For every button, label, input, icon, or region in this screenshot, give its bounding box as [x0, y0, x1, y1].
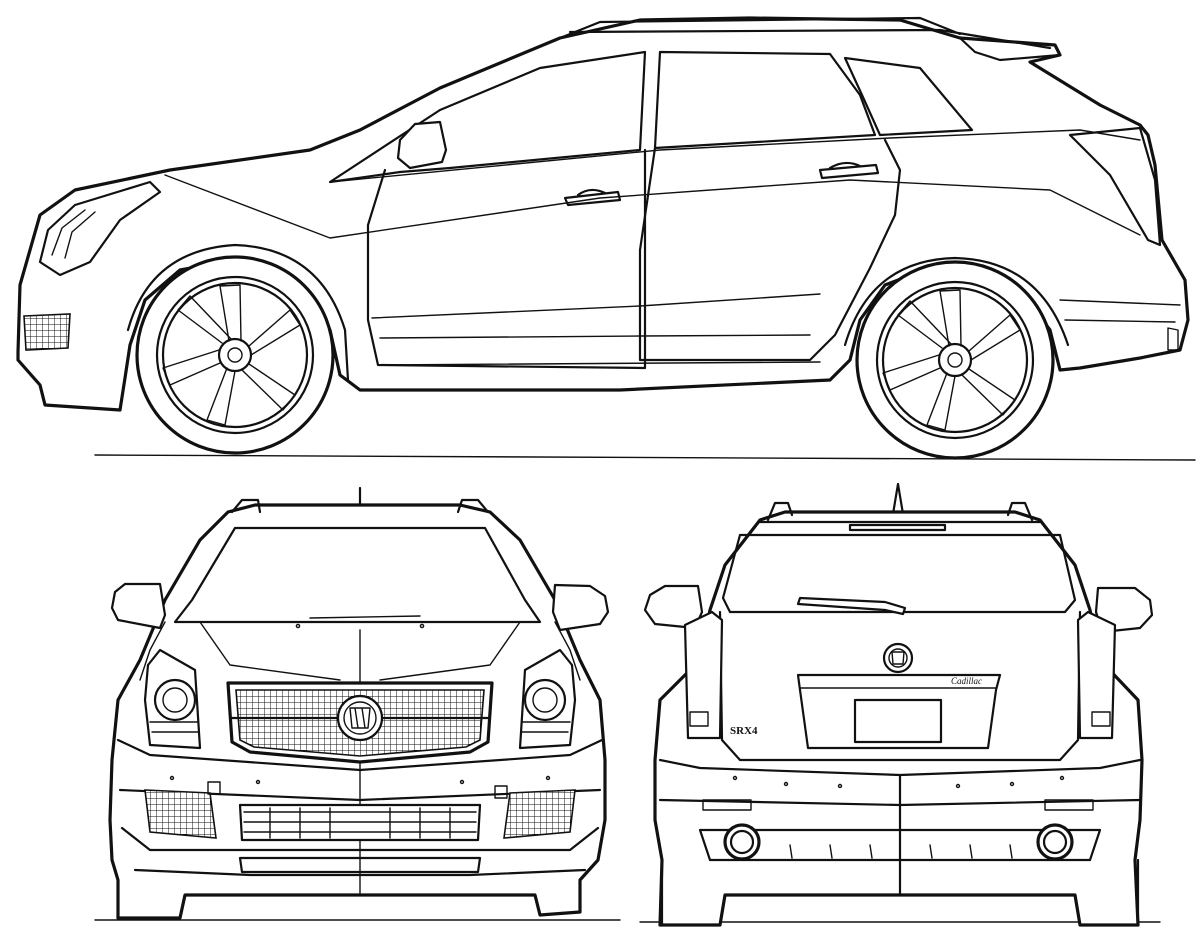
rear-spoiler — [758, 520, 1042, 532]
side-rear-door — [638, 138, 902, 362]
side-view — [16, 16, 1196, 461]
side-belt-line — [329, 129, 1141, 183]
front-air-dam — [120, 826, 600, 877]
rear-roof-rails — [766, 501, 1034, 522]
rear-right-tail-lamp — [1076, 610, 1117, 740]
front-right-mirror — [551, 583, 610, 632]
front-right-fog-grille — [503, 789, 576, 839]
front-left-headlamp — [143, 648, 202, 750]
front-right-sensor — [494, 785, 508, 799]
rear-trunk-script: Cadillac — [951, 676, 982, 686]
side-front-window — [328, 50, 647, 184]
side-rear-door-handle — [818, 161, 880, 180]
front-wiper — [309, 615, 421, 619]
front-left-mirror — [110, 582, 167, 630]
side-headlamp — [38, 180, 162, 277]
front-right-headlamp — [518, 648, 577, 750]
rear-view: Cadillac SRX4 — [639, 482, 1161, 927]
front-windshield — [173, 526, 542, 624]
side-front-wheel — [135, 255, 335, 455]
rear-model-badge: SRX4 — [730, 725, 758, 737]
front-left-fog-grille — [144, 789, 217, 839]
rear-license-plate — [853, 698, 943, 744]
rear-diffuser — [698, 828, 1102, 862]
front-roof-rails — [230, 498, 490, 514]
front-crest-logo — [336, 694, 384, 742]
rear-liftgate — [718, 610, 1082, 762]
front-hood — [139, 621, 581, 896]
side-mirror — [396, 120, 448, 170]
side-character-line — [164, 174, 1141, 239]
rear-left-tail-lamp — [683, 610, 724, 740]
rear-right-tire — [1073, 858, 1140, 927]
front-view — [94, 486, 621, 921]
rear-wiper — [796, 596, 907, 616]
rear-left-tire — [660, 858, 727, 927]
front-lower-grille-mesh — [243, 807, 477, 839]
rear-crest-logo — [882, 642, 914, 674]
side-rear-spoiler — [958, 36, 1062, 62]
side-front-door — [366, 148, 647, 370]
side-front-door-handle — [563, 188, 622, 207]
side-tail-lamp — [1068, 126, 1162, 247]
side-headlamp-lens — [51, 209, 96, 259]
rear-window — [721, 533, 1077, 614]
side-rear-wheel-arch — [843, 256, 1070, 347]
side-rear-wheel — [855, 260, 1055, 460]
rear-left-exhaust-tip — [723, 823, 761, 861]
front-left-sensor — [207, 781, 221, 795]
rear-right-exhaust-tip — [1036, 823, 1074, 861]
side-rear-window — [653, 50, 877, 150]
rear-bumper — [658, 758, 1142, 897]
side-ground-line — [94, 454, 1196, 461]
side-rocker-molding — [371, 293, 821, 366]
side-front-wheel-arch — [126, 243, 350, 382]
side-quarter-window — [843, 56, 974, 137]
side-rear-bumper — [1059, 299, 1181, 351]
side-fog-grille — [23, 313, 71, 351]
